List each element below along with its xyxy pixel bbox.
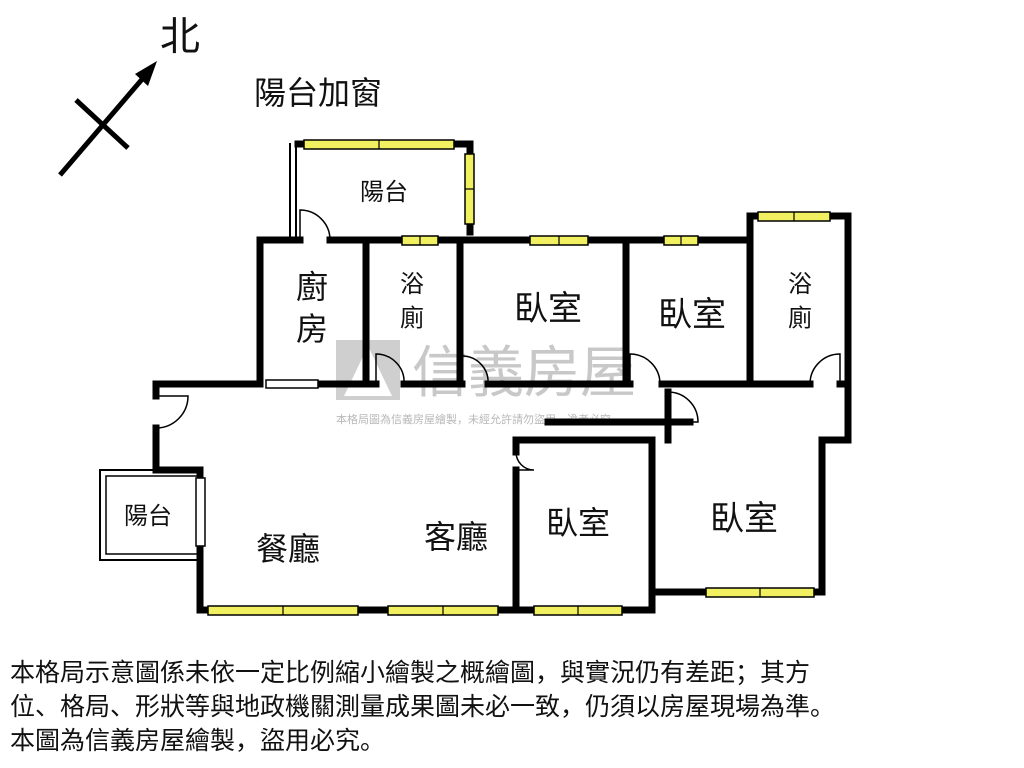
label-dining: 餐廳 bbox=[256, 530, 320, 568]
north-arrow-shaft bbox=[58, 68, 152, 177]
north-arrow-head-icon bbox=[135, 61, 157, 86]
door-balcony-icon bbox=[299, 209, 331, 241]
watermark-brand: 信義房屋 bbox=[412, 341, 636, 406]
label-balcony-top: 陽台 bbox=[360, 178, 408, 206]
label-kitchen-2: 房 bbox=[296, 310, 328, 348]
label-bedroom-bottom-mid: 臥室 bbox=[546, 504, 610, 542]
compass: 北 bbox=[58, 14, 200, 177]
room-labels: 陽台 廚 房 浴 廁 臥室 臥室 浴 廁 陽台 餐廳 客廳 臥室 臥室 bbox=[124, 178, 812, 568]
watermark-notice: 本格局圖為信義房屋繪製，未經允許請勿盜用，違者必究 bbox=[336, 412, 611, 426]
door-bath-right-icon bbox=[809, 353, 841, 385]
disclaimer-line-1: 本格局示意圖係未依一定比例縮小繪製之概繪圖，與實況仍有差距；其方 bbox=[10, 658, 811, 687]
door-bedroom-bottom-right-icon bbox=[667, 391, 699, 423]
compass-cross bbox=[74, 98, 130, 150]
label-bath-left-2: 廁 bbox=[400, 304, 424, 332]
watermark: 信義房屋 本格局圖為信義房屋繪製，未經允許請勿盜用，違者必究 bbox=[336, 340, 636, 426]
window-kitchen bbox=[265, 379, 319, 389]
north-label: 北 bbox=[160, 14, 200, 60]
label-bedroom-top-mid: 臥室 bbox=[514, 289, 582, 329]
window-balcony-left bbox=[195, 477, 206, 547]
label-living: 客廳 bbox=[424, 518, 488, 556]
label-balcony-left: 陽台 bbox=[124, 502, 172, 530]
balcony-window-label: 陽台加窗 bbox=[254, 74, 382, 112]
door-bedroom-top-mid-icon bbox=[461, 355, 489, 385]
door-bedroom-bottom-mid-icon bbox=[515, 451, 535, 471]
doors bbox=[155, 209, 841, 471]
door-bedroom-top-right-icon bbox=[629, 353, 661, 385]
disclaimer-line-3: 本圖為信義房屋繪製，盜用必究。 bbox=[10, 726, 386, 755]
label-bath-left-1: 浴 bbox=[400, 270, 424, 298]
disclaimer-line-2: 位、格局、形狀等與地政機關測量成果圖未必一致，仍須以房屋現場為準。 bbox=[10, 692, 836, 721]
label-bedroom-top-right: 臥室 bbox=[658, 295, 726, 335]
label-bath-right-1: 浴 bbox=[788, 270, 812, 298]
label-bath-right-2: 廁 bbox=[788, 304, 812, 332]
door-bath-left-icon bbox=[375, 353, 405, 385]
disclaimer: 本格局示意圖係未依一定比例縮小繪製之概繪圖，與實況仍有差距；其方 位、格局、形狀… bbox=[10, 656, 1014, 758]
label-bedroom-bottom-right: 臥室 bbox=[710, 499, 778, 539]
floor-plan: 信義房屋 本格局圖為信義房屋繪製，未經允許請勿盜用，違者必究 北 陽台加窗 bbox=[58, 14, 852, 616]
label-kitchen-1: 廚 bbox=[296, 268, 328, 306]
door-entrance-icon bbox=[155, 395, 189, 429]
window-mullions bbox=[282, 140, 795, 615]
